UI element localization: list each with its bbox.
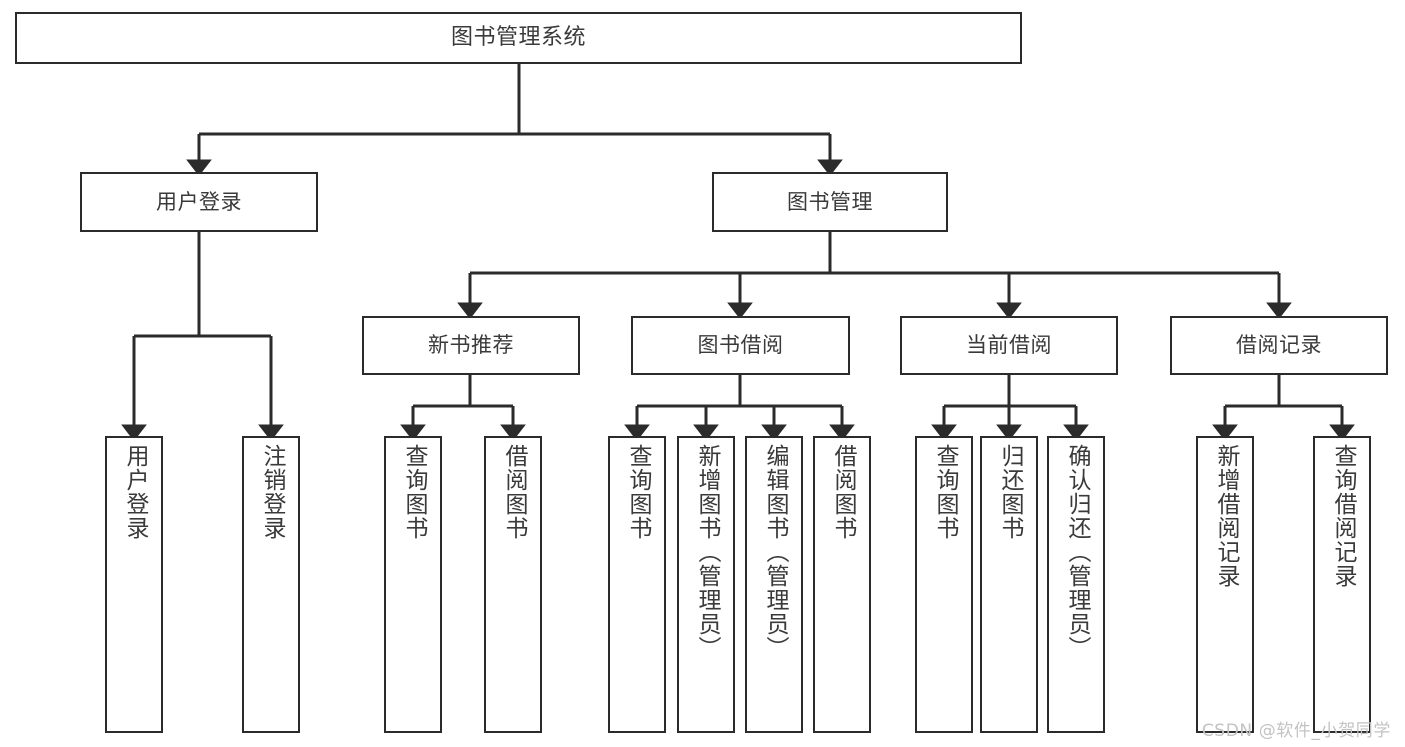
node-label: 查询图书 (400, 444, 427, 540)
leaf-return-book[interactable]: 归还图书 (980, 436, 1038, 733)
node-label: 借阅图书 (500, 444, 527, 540)
watermark-text: CSDN @软件_小贺同学 (1201, 721, 1391, 741)
node-label: 借阅记录 (1236, 333, 1322, 358)
node-label: 编辑图书（管理员） (761, 444, 788, 660)
node-label: 图书借阅 (697, 333, 784, 358)
node-label: 借阅图书 (829, 444, 856, 540)
leaf-add-borrow-record[interactable]: 新增借阅记录 (1196, 436, 1254, 733)
node-label: 新书推荐 (428, 333, 514, 358)
node-book-borrow[interactable]: 图书借阅 (631, 316, 850, 375)
node-label: 图书管理系统 (450, 25, 586, 51)
node-label: 注销登录 (258, 444, 285, 540)
node-label: 新增图书（管理员） (693, 444, 720, 660)
leaf-logout-login[interactable]: 注销登录 (242, 436, 300, 733)
node-label: 新增借阅记录 (1212, 444, 1239, 588)
leaf-borrow-book[interactable]: 借阅图书 (813, 436, 871, 733)
node-label: 查询图书 (931, 444, 958, 540)
node-new-book-recommend[interactable]: 新书推荐 (362, 316, 580, 375)
node-label: 查询借阅记录 (1329, 444, 1356, 588)
node-label: 用户登录 (121, 444, 148, 540)
leaf-user-login[interactable]: 用户登录 (105, 436, 163, 733)
leaf-query-book-current[interactable]: 查询图书 (915, 436, 973, 733)
node-label: 当前借阅 (966, 333, 1052, 358)
node-root-book-management-system[interactable]: 图书管理系统 (15, 12, 1022, 64)
node-label: 查询图书 (624, 444, 651, 540)
node-current-borrow[interactable]: 当前借阅 (900, 316, 1118, 375)
leaf-query-book-borrow[interactable]: 查询图书 (608, 436, 666, 733)
node-borrow-record[interactable]: 借阅记录 (1170, 316, 1388, 375)
leaf-borrow-book-recommend[interactable]: 借阅图书 (484, 436, 542, 733)
node-label: 用户登录 (156, 189, 242, 214)
node-label: 图书管理 (787, 189, 873, 214)
node-label: 归还图书 (996, 444, 1023, 540)
node-label: 确认归还（管理员） (1063, 444, 1090, 660)
node-book-manage[interactable]: 图书管理 (712, 172, 948, 232)
leaf-query-book-recommend[interactable]: 查询图书 (384, 436, 442, 733)
node-user-login[interactable]: 用户登录 (80, 172, 318, 232)
leaf-confirm-return[interactable]: 确认归还（管理员） (1047, 436, 1105, 733)
leaf-query-borrow-record[interactable]: 查询借阅记录 (1313, 436, 1371, 733)
leaf-edit-book[interactable]: 编辑图书（管理员） (745, 436, 803, 733)
leaf-add-book[interactable]: 新增图书（管理员） (677, 436, 735, 733)
